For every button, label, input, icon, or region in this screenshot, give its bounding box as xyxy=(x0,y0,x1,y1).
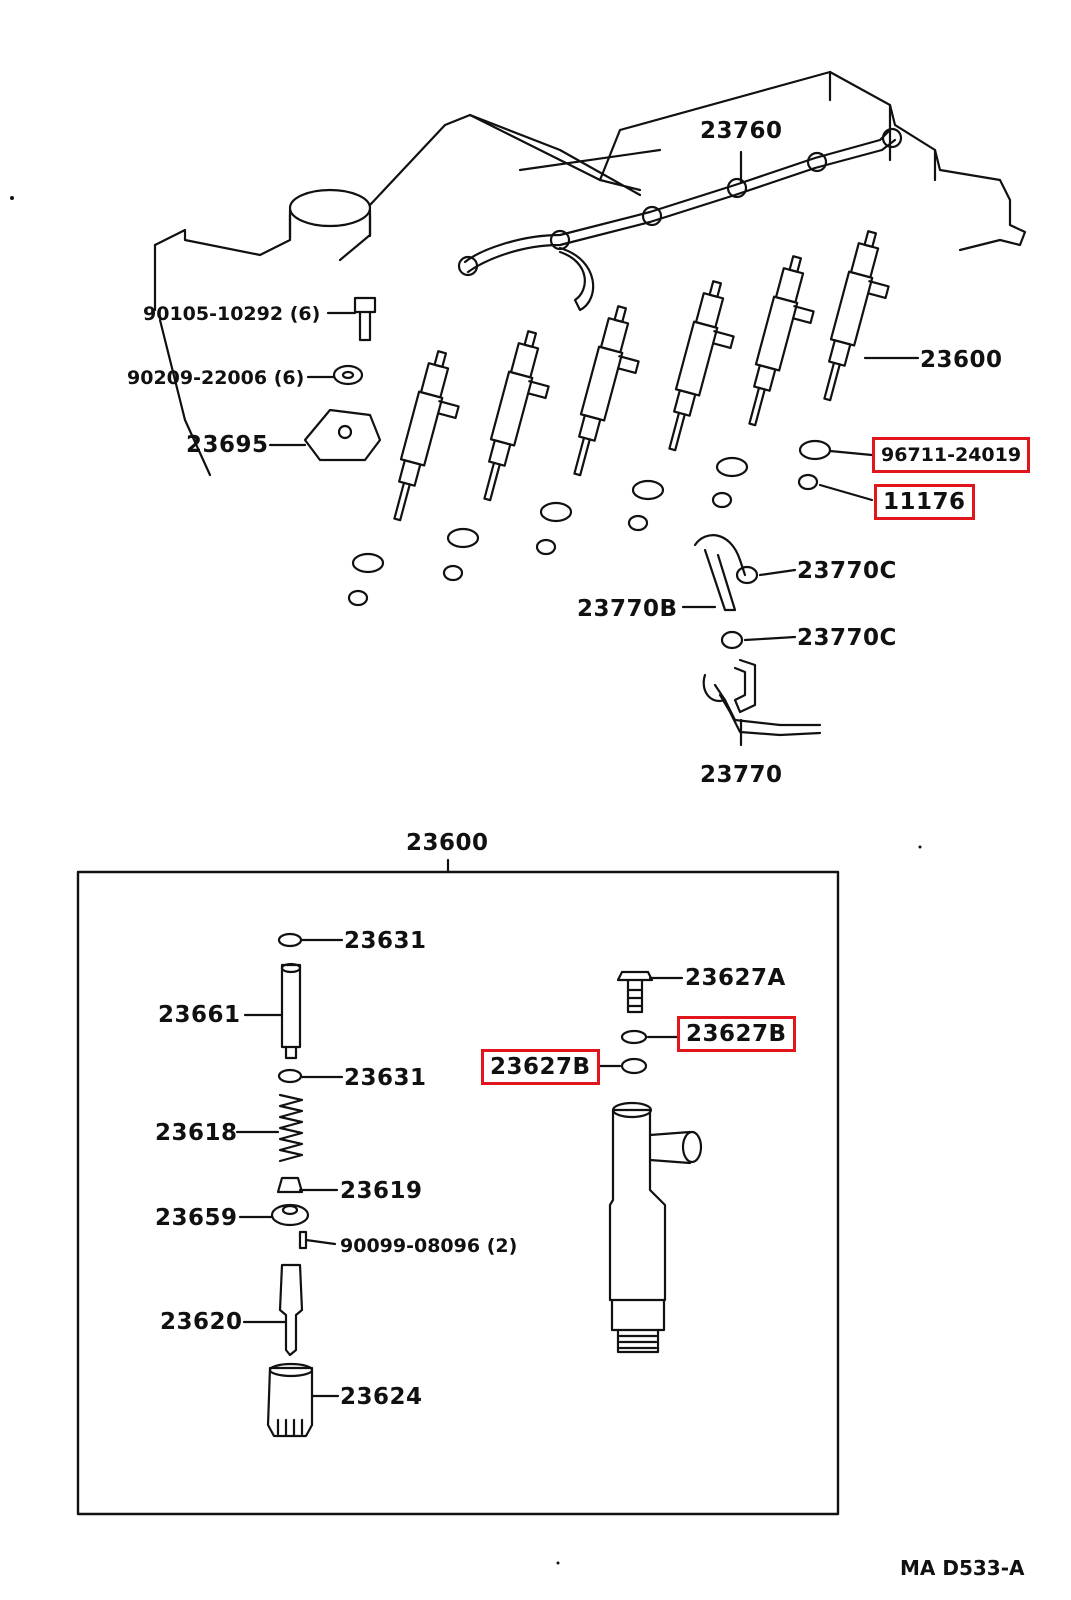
label-23661: 23661 xyxy=(158,1002,241,1028)
leakage-pipe-group xyxy=(693,534,822,737)
leader-lines-detail xyxy=(235,938,684,1398)
label-90209-22006: 90209-22006 (6) xyxy=(127,367,305,389)
cylinder-head-outline xyxy=(153,70,1027,477)
injector-row xyxy=(393,230,890,522)
label-23770c-lower: 23770C xyxy=(797,625,897,651)
reference-code: MA D533-A xyxy=(900,1556,1025,1580)
label-23627b-right-highlighted: 23627B xyxy=(677,1016,796,1052)
label-23620: 23620 xyxy=(160,1309,243,1335)
label-23659: 23659 xyxy=(155,1205,238,1231)
label-23631-top: 23631 xyxy=(344,928,427,954)
label-23600-upper: 23600 xyxy=(920,347,1003,373)
label-11176-highlighted: 11176 xyxy=(874,484,975,520)
label-23770c-upper: 23770C xyxy=(797,558,897,584)
detail-frame xyxy=(76,870,840,1516)
label-23631-mid: 23631 xyxy=(344,1065,427,1091)
detail-parts-left xyxy=(266,932,314,1438)
label-23624: 23624 xyxy=(340,1384,423,1410)
label-23619: 23619 xyxy=(340,1178,423,1204)
label-23627a: 23627A xyxy=(685,965,786,991)
detail-parts-right xyxy=(608,970,703,1354)
label-90105-10292: 90105-10292 (6) xyxy=(143,303,321,325)
label-23770: 23770 xyxy=(700,762,783,788)
label-23695: 23695 xyxy=(186,432,269,458)
label-23618: 23618 xyxy=(155,1120,238,1146)
clamp-parts xyxy=(303,296,382,462)
leader-lines-upper xyxy=(268,150,920,747)
label-23770b: 23770B xyxy=(577,596,678,622)
label-23760: 23760 xyxy=(700,118,783,144)
detail-title-23600: 23600 xyxy=(406,830,489,856)
label-96711-24019-highlighted: 96711-24019 xyxy=(872,437,1031,473)
gaskets-and-seats xyxy=(347,439,832,607)
fuel-pipe-23760 xyxy=(457,127,903,312)
label-90099-08096: 90099-08096 (2) xyxy=(340,1235,518,1257)
label-23627b-left-highlighted: 23627B xyxy=(481,1049,600,1085)
